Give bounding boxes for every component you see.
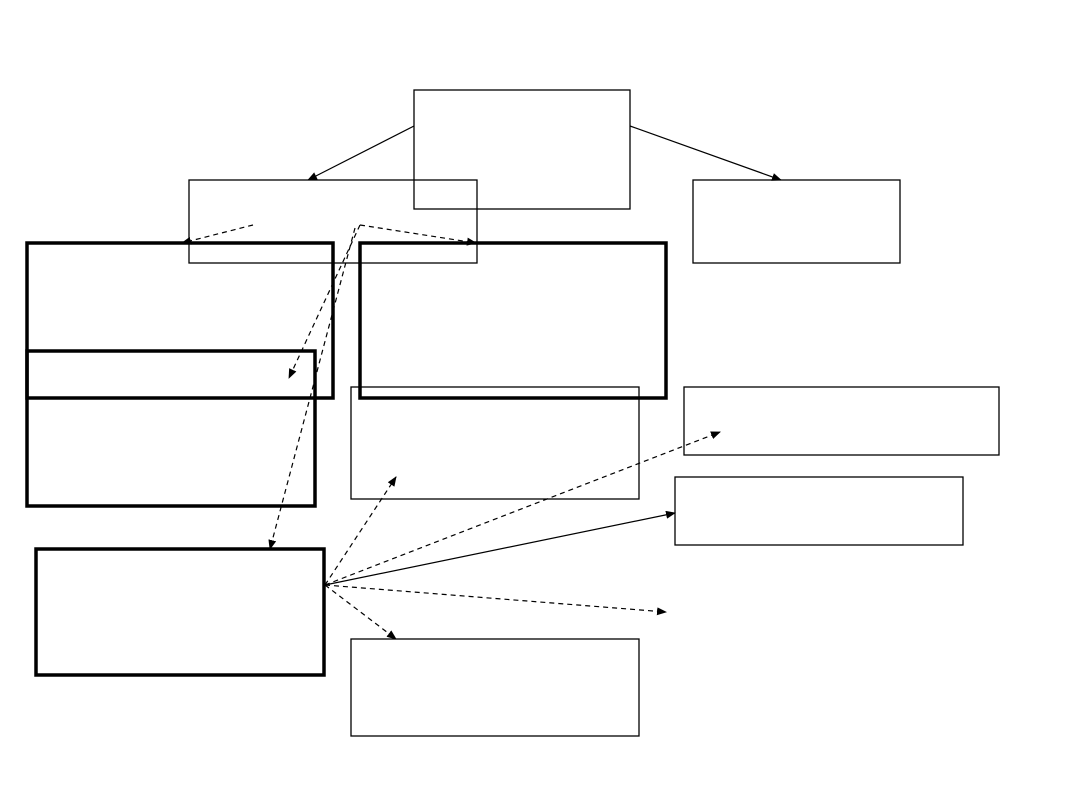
bottom-center-box [350,638,640,737]
bold-bottom-left-box [34,547,326,677]
bottom-to-right-a-arrow [324,431,721,586]
bold-lower-left-box [25,349,317,508]
right-box-a [683,386,1000,456]
middle-center-box [350,386,640,500]
dashed-fork-right-arrow [359,224,477,246]
dashed-short-left-arrow [181,224,254,245]
bottom-to-open-right-arrow [324,584,667,616]
right-box-b [674,476,964,546]
upper-right-box [692,179,901,264]
top-to-upper-right-arrow [629,125,782,181]
bold-left-box [25,241,335,400]
bottom-to-bottom-center-arrow [324,584,397,640]
bottom-to-right-b-arrow [324,510,676,586]
dashed-fork-down-a-arrow [288,224,361,379]
bottom-to-middle-center-arrow [324,476,397,586]
bold-center-box [358,241,668,400]
top-to-upper-left-arrow [307,125,415,181]
dashed-fork-down-b-arrow [268,227,356,550]
top-box [413,89,631,210]
